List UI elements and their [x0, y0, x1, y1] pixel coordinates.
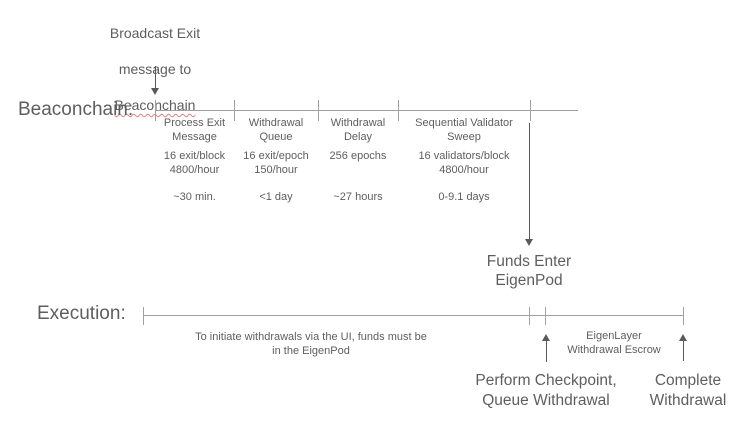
broadcast-note-misspelled-word: Beaconchain: [75, 96, 235, 114]
beaconchain-tick-3: [318, 100, 319, 121]
beaconchain-row-label: Beaconchain:: [18, 99, 134, 120]
execution-row-label: Execution:: [37, 303, 126, 324]
segment-title: Process Exit Message: [163, 117, 226, 143]
funds-enter-arrow-head-icon: [525, 239, 533, 246]
broadcast-arrow-head-icon: [151, 88, 159, 95]
complete-arrow-line: [683, 341, 684, 361]
beaconchain-tick-1: [155, 100, 156, 121]
checkpoint-arrow-head-icon: [542, 334, 550, 341]
segment-rate: 16 validators/block 4800/hour: [418, 150, 510, 176]
checkpoint-arrow-line: [546, 341, 547, 362]
segment-title: Sequential Validator Sweep: [415, 117, 513, 143]
execution-tick-2: [529, 307, 530, 325]
broadcast-note-line1: Broadcast Exit: [109, 25, 201, 41]
segment-title: Withdrawal Delay: [330, 117, 386, 143]
execution-tick-1: [143, 307, 144, 325]
segment-process-exit-message: Process Exit Message 16 exit/block 4800/…: [155, 0, 234, 210]
funds-enter-arrow-line: [529, 123, 530, 239]
execution-tick-4: [683, 307, 684, 325]
eigenlayer-escrow-label: EigenLayer Withdrawal Escrow: [567, 330, 661, 356]
complete-withdrawal-label: Complete Withdrawal: [649, 372, 727, 409]
segment-withdrawal-queue: Withdrawal Queue 16 exit/epoch 150/hour …: [234, 0, 318, 210]
segment-rate: 16 exit/block 4800/hour: [163, 150, 226, 176]
beaconchain-timeline-line: [155, 110, 578, 111]
execution-timeline-line: [143, 315, 683, 316]
complete-arrow-head-icon: [679, 334, 687, 341]
perform-checkpoint-label: Perform Checkpoint, Queue Withdrawal: [475, 372, 617, 409]
beaconchain-tick-2: [234, 100, 235, 121]
execution-note: To initiate withdrawals via the UI, fund…: [195, 331, 427, 357]
funds-enter-eigenpod-label: Funds Enter EigenPod: [486, 253, 572, 289]
segment-duration: ~27 hours: [333, 191, 383, 203]
execution-tick-3: [545, 307, 546, 325]
segment-withdrawal-delay: Withdrawal Delay 256 epochs ~27 hours: [318, 0, 398, 210]
segment-rate: 256 epochs: [329, 150, 387, 162]
segment-duration: <1 day: [259, 191, 293, 203]
broadcast-exit-note: Broadcast Exit message to Beaconchain: [75, 6, 235, 132]
segment-duration: 0-9.1 days: [438, 191, 490, 203]
segment-title: Withdrawal Queue: [248, 117, 304, 143]
segment-duration: ~30 min.: [173, 191, 216, 203]
beaconchain-tick-4: [398, 100, 399, 121]
segment-rate: 16 exit/epoch 150/hour: [243, 150, 309, 176]
broadcast-arrow-line: [155, 66, 156, 89]
segment-sequential-validator-sweep: Sequential Validator Sweep 16 validators…: [398, 0, 530, 210]
broadcast-note-line2: message to: [118, 61, 192, 77]
beaconchain-tick-5: [530, 100, 531, 121]
